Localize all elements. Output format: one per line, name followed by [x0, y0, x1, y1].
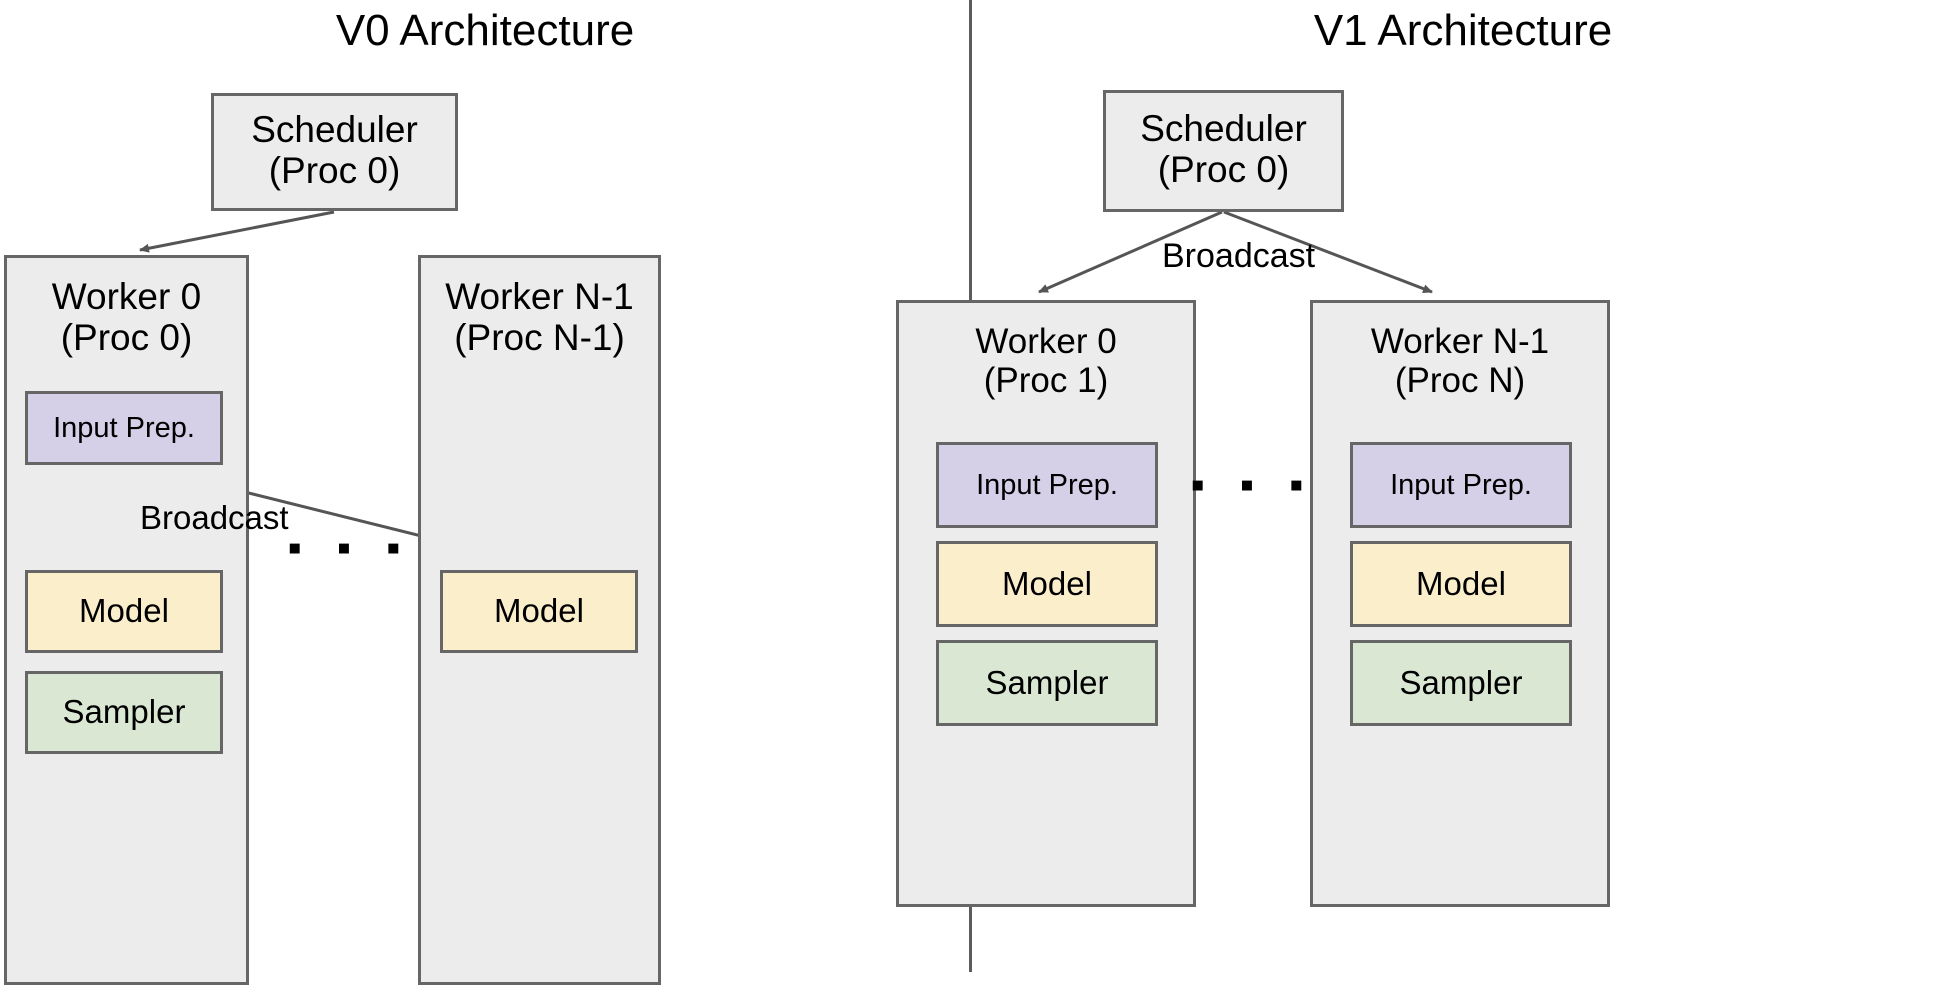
- v0-worker-0-model-box[interactable]: Model: [25, 570, 223, 653]
- v0-worker-0-input-prep-label: Input Prep.: [53, 411, 195, 444]
- v0-scheduler-line1: Scheduler: [251, 109, 418, 150]
- v1-worker-0-line1: Worker 0: [975, 322, 1117, 361]
- v0-worker-0-sampler-label: Sampler: [62, 693, 186, 731]
- v1-broadcast-label: Broadcast: [1162, 237, 1316, 275]
- v1-worker-0-model-label: Model: [1002, 564, 1092, 602]
- v0-broadcast-label: Broadcast: [140, 499, 289, 536]
- v1-worker-n1-line1: Worker N-1: [1370, 322, 1550, 361]
- v0-worker-0-sampler-box[interactable]: Sampler: [25, 671, 223, 754]
- v0-worker-0-line1: Worker 0: [51, 276, 202, 317]
- v1-scheduler-line1: Scheduler: [1140, 108, 1307, 149]
- v0-worker-n1-line2: (Proc N-1): [454, 317, 625, 359]
- v0-worker-n1-model-box[interactable]: Model: [440, 570, 638, 653]
- v1-worker-0-line2: (Proc 1): [983, 361, 1109, 401]
- panel-v0-architecture: V0 Architecture Scheduler (Proc 0) Worke…: [0, 0, 970, 985]
- v1-worker-0-model-box[interactable]: Model: [936, 541, 1158, 627]
- v0-ellipsis: ▪ ▪ ▪: [287, 526, 413, 570]
- v0-worker-0-model-label: Model: [79, 592, 169, 630]
- v1-ellipsis: ▪ ▪ ▪: [1190, 463, 1316, 507]
- v1-worker-n1-model-label: Model: [1416, 564, 1506, 602]
- v1-worker-0-input-prep-box[interactable]: Input Prep.: [936, 442, 1158, 528]
- v1-worker-n1-model-box[interactable]: Model: [1350, 541, 1572, 627]
- v1-worker-n1-input-prep-label: Input Prep.: [1390, 468, 1532, 501]
- v0-worker-0-line2: (Proc 0): [60, 317, 193, 359]
- v0-worker-n1-model-label: Model: [494, 592, 584, 630]
- v1-worker-n1-sampler-box[interactable]: Sampler: [1350, 640, 1572, 726]
- v1-worker-0-sampler-label: Sampler: [985, 663, 1109, 701]
- v0-scheduler-box[interactable]: Scheduler (Proc 0): [211, 93, 458, 211]
- panel-v0-title: V0 Architecture: [335, 6, 635, 55]
- v1-worker-n1-line2: (Proc N): [1394, 361, 1526, 401]
- v1-scheduler-box[interactable]: Scheduler (Proc 0): [1103, 90, 1344, 212]
- v1-worker-0-sampler-box[interactable]: Sampler: [936, 640, 1158, 726]
- v0-worker-0-input-prep-box[interactable]: Input Prep.: [25, 391, 223, 465]
- v1-worker-0-input-prep-label: Input Prep.: [976, 468, 1118, 501]
- v0-arrow-scheduler-to-worker0: [139, 210, 335, 253]
- v1-worker-n1-sampler-label: Sampler: [1399, 663, 1523, 701]
- v0-scheduler-line2: (Proc 0): [268, 150, 401, 192]
- panel-v1-architecture: V1 Architecture Scheduler (Proc 0) Broad…: [896, 0, 1954, 972]
- v0-worker-n1-line1: Worker N-1: [445, 276, 634, 317]
- v1-scheduler-line2: (Proc 0): [1157, 149, 1290, 191]
- v1-worker-n1-input-prep-box[interactable]: Input Prep.: [1350, 442, 1572, 528]
- panel-v1-title: V1 Architecture: [1313, 6, 1613, 55]
